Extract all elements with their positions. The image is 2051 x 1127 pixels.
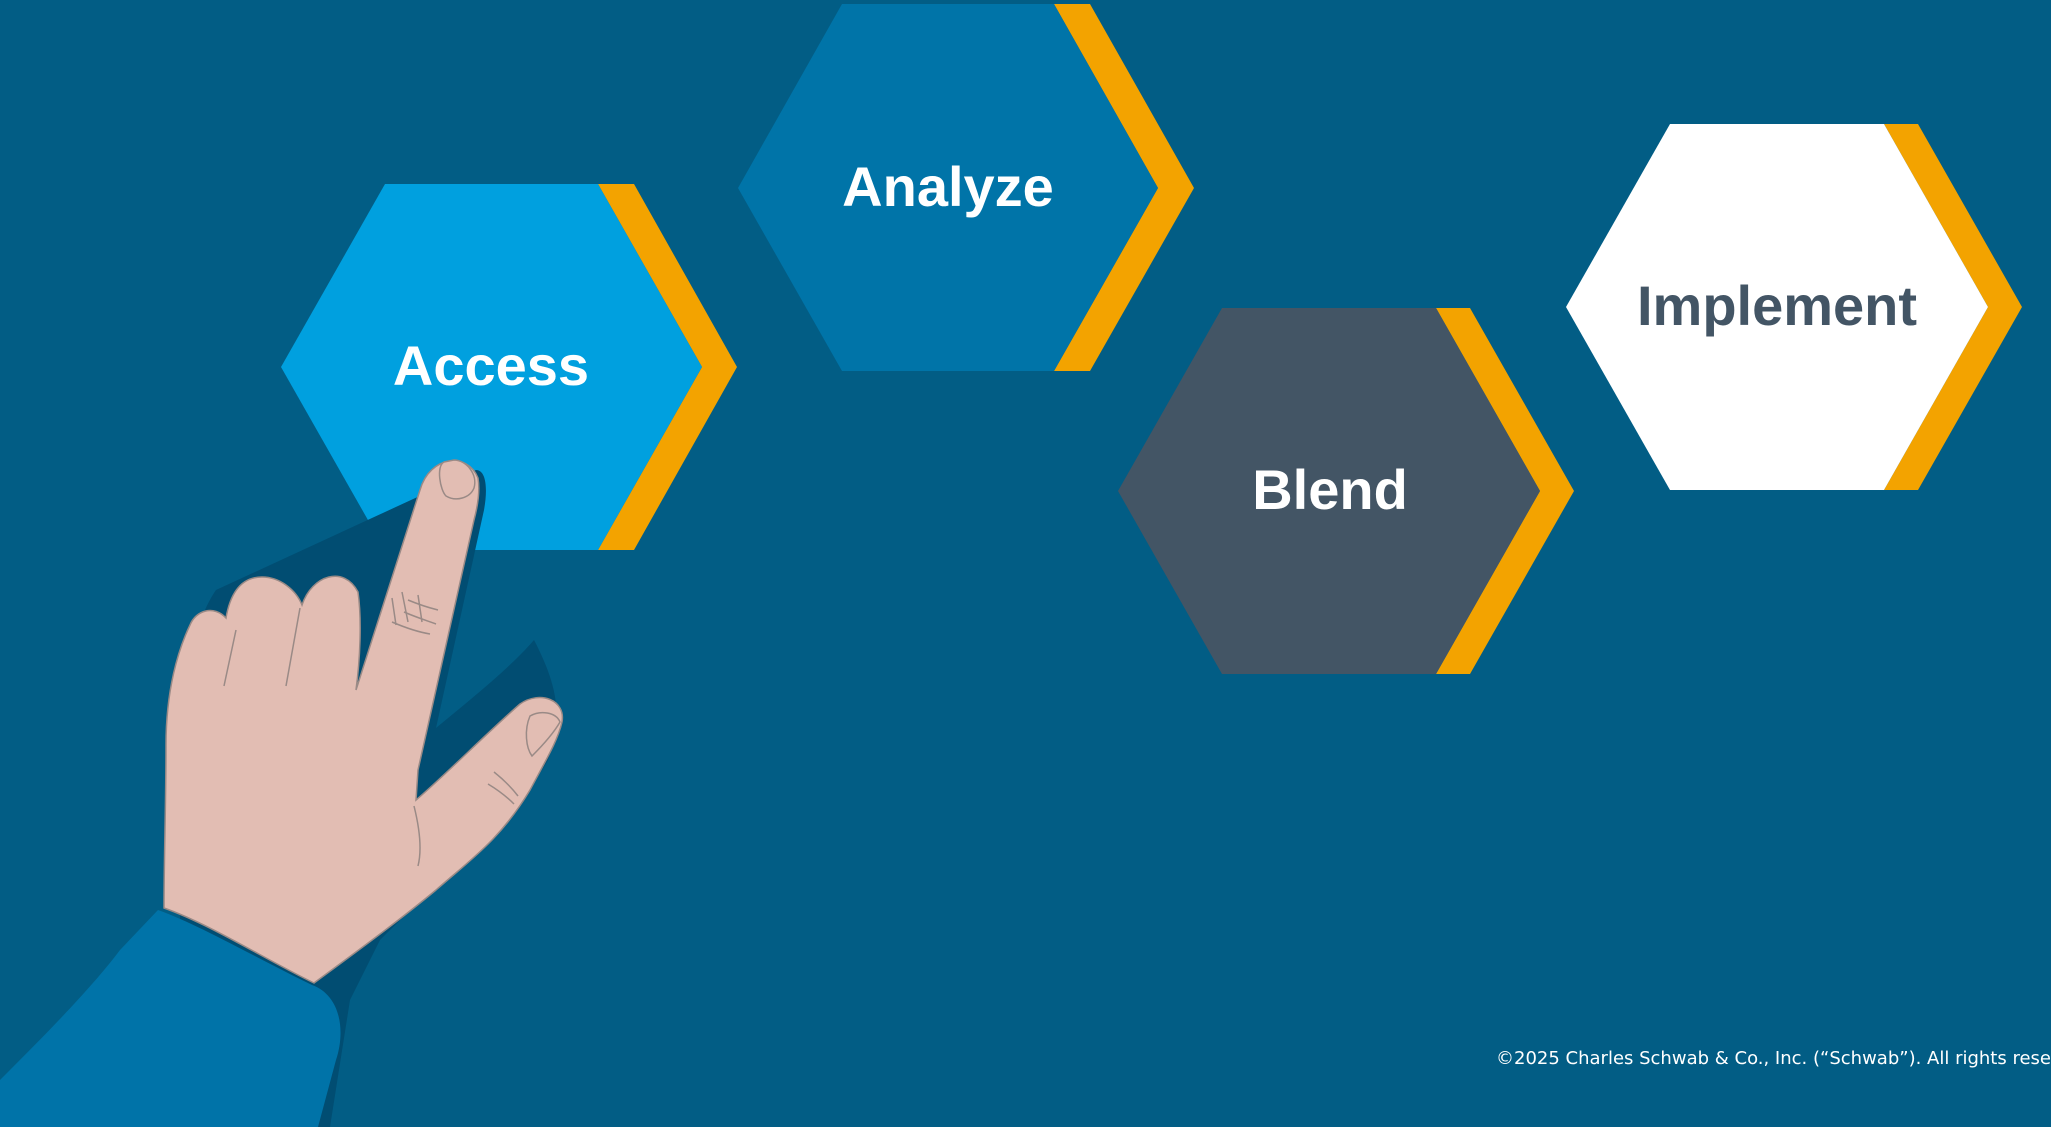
thumb-nail: [525, 711, 561, 758]
index-fingernail: [438, 459, 476, 500]
blend-accent-chevron: [1436, 308, 1574, 674]
step-blend: Blend: [1118, 308, 1574, 674]
implement-label: Implement: [1637, 274, 1917, 337]
access-accent-chevron: [598, 184, 737, 550]
sleeve: [0, 910, 341, 1127]
implement-accent-chevron: [1884, 124, 2022, 490]
blend-hexagon: [1118, 308, 1540, 674]
copyright-notice: ©2025 Charles Schwab & Co., Inc. (“Schwa…: [1496, 1048, 2051, 1069]
pointing-hand-illustration: [0, 459, 564, 1127]
access-label: Access: [393, 334, 589, 397]
step-access: Access: [281, 184, 737, 550]
implement-hexagon: [1566, 124, 1988, 490]
hand-crease-lines: [223, 591, 423, 687]
analyze-accent-chevron: [1054, 4, 1194, 371]
analyze-label: Analyze: [842, 155, 1054, 218]
thumb-lines: [413, 771, 519, 867]
step-analyze: Analyze: [738, 4, 1194, 371]
hand: [163, 460, 564, 984]
index-finger-knuckle-lines: [391, 599, 439, 635]
access-hexagon: [281, 184, 702, 550]
step-implement: Implement: [1566, 124, 2022, 490]
blend-label: Blend: [1252, 458, 1408, 521]
analyze-hexagon: [738, 4, 1158, 371]
